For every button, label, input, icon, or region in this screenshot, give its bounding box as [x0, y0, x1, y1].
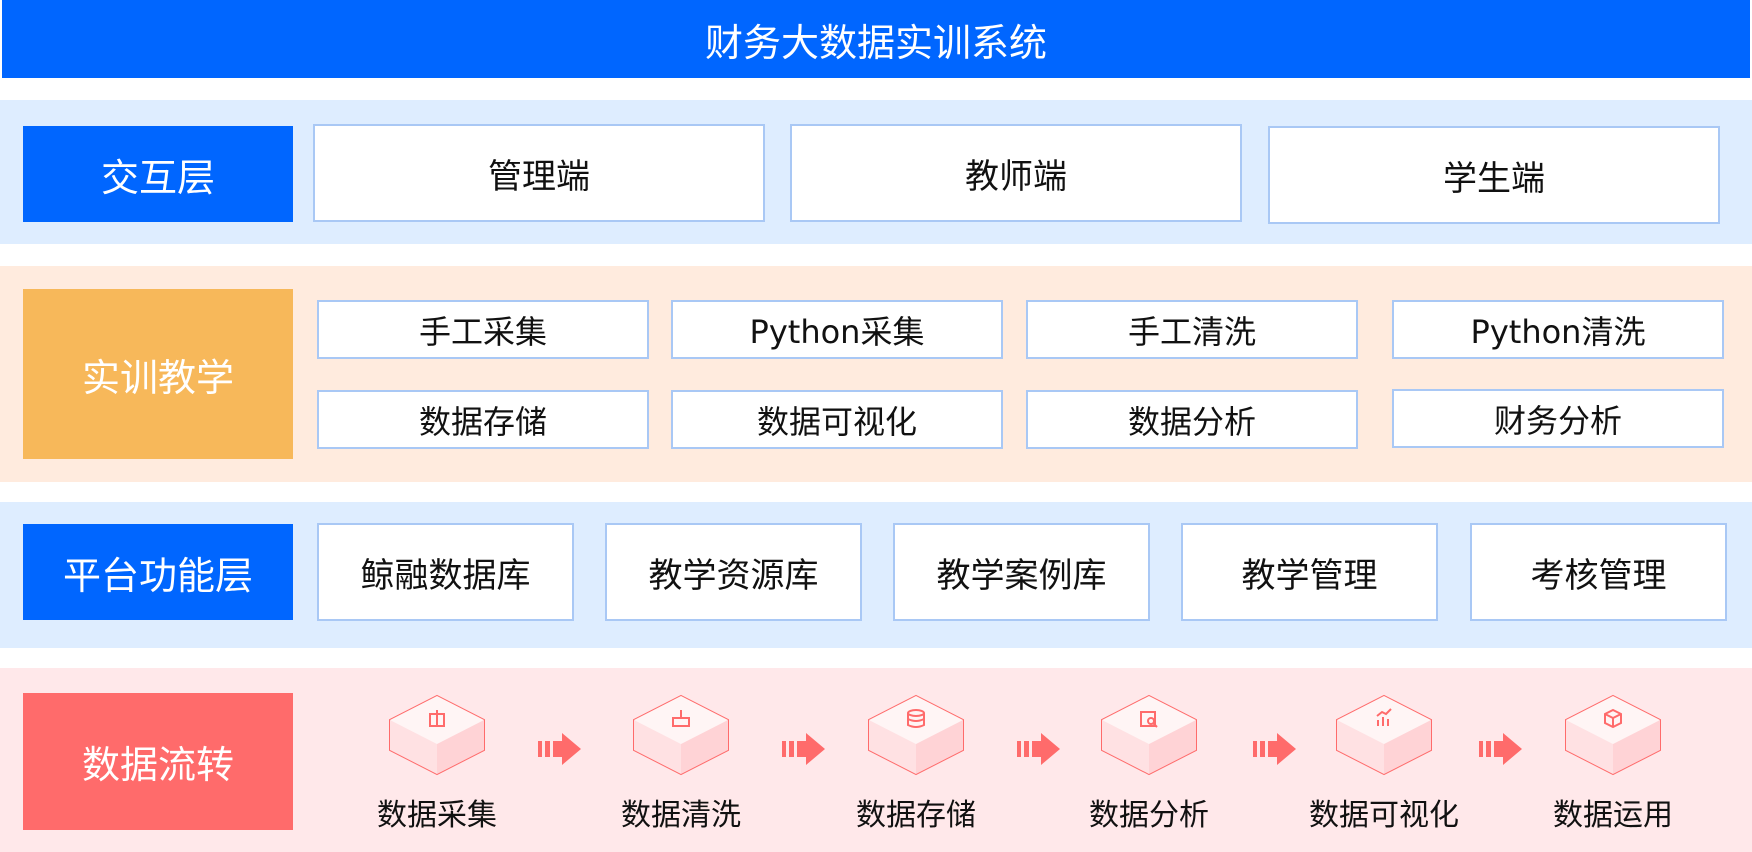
- platform-layer-label: 平台功能层: [23, 524, 293, 620]
- student-portal-box[interactable]: 学生端: [1268, 126, 1720, 224]
- flow-step-label-visualization: 数据可视化: [1309, 798, 1459, 833]
- flow-arrow-icon: [782, 733, 825, 765]
- jingrong-database-box[interactable]: 鲸融数据库: [317, 523, 574, 621]
- flow-step-label-collect: 数据采集: [377, 798, 497, 833]
- broom-icon: [633, 694, 729, 776]
- admin-portal-box[interactable]: 管理端: [313, 124, 765, 222]
- data-flow-label: 数据流转: [23, 693, 293, 830]
- manual-collect-box[interactable]: 手工采集: [317, 300, 649, 359]
- data-visualization-box[interactable]: 数据可视化: [671, 390, 1003, 449]
- flow-arrow-icon: [538, 733, 581, 765]
- training-teaching-label: 实训教学: [23, 289, 293, 459]
- box-icon: [389, 694, 485, 776]
- flow-step-label-storage: 数据存储: [856, 798, 976, 833]
- page-title: 财务大数据实训系统: [2, 0, 1750, 78]
- chart-icon: [1336, 694, 1432, 776]
- flow-step-label-analysis: 数据分析: [1089, 798, 1209, 833]
- teacher-portal-box[interactable]: 教师端: [790, 124, 1242, 222]
- flow-step-label-application: 数据运用: [1553, 798, 1673, 833]
- assessment-management-box[interactable]: 考核管理: [1470, 523, 1727, 621]
- financial-analysis-box[interactable]: 财务分析: [1392, 389, 1724, 448]
- analysis-icon: [1101, 694, 1197, 776]
- teaching-case-box[interactable]: 教学案例库: [893, 523, 1150, 621]
- manual-clean-box[interactable]: 手工清洗: [1026, 300, 1358, 359]
- teaching-management-box[interactable]: 教学管理: [1181, 523, 1438, 621]
- flow-step-label-clean: 数据清洗: [621, 798, 741, 833]
- python-clean-box[interactable]: Python清洗: [1392, 300, 1724, 359]
- database-icon: [868, 694, 964, 776]
- flow-arrow-icon: [1017, 733, 1060, 765]
- flow-arrow-icon: [1253, 733, 1296, 765]
- flow-arrow-icon: [1479, 733, 1522, 765]
- data-analysis-box[interactable]: 数据分析: [1026, 390, 1358, 449]
- python-collect-box[interactable]: Python采集: [671, 300, 1003, 359]
- teaching-resource-box[interactable]: 教学资源库: [605, 523, 862, 621]
- cube-icon: [1565, 694, 1661, 776]
- data-storage-box[interactable]: 数据存储: [317, 390, 649, 449]
- interaction-layer-label: 交互层: [23, 126, 293, 222]
